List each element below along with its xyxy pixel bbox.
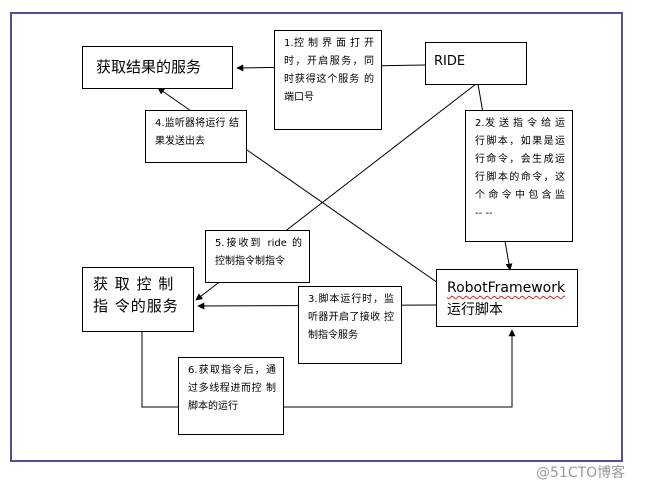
note-6: 6.获取指令后，通 过多线程进而控 制脚本的运行 bbox=[178, 357, 284, 435]
control-service-label: 获 取 控 制 指 令的服务 bbox=[93, 275, 179, 315]
note-5: 5.接收到 ride 的 控制指令制指令 bbox=[205, 230, 310, 283]
note-2: 2.发 送 指 令 给 运 行脚本，如果是运 行命令，会生成运 行脚本的命令，这… bbox=[465, 110, 573, 242]
note-3: 3.脚本运行时，监 听器开启了接收 控制指令服务 bbox=[298, 286, 402, 364]
robot-framework-box: RobotFramework 运行脚本 bbox=[436, 269, 578, 327]
watermark: @51CTO博客 bbox=[536, 465, 626, 481]
control-service-box: 获 取 控 制 指 令的服务 bbox=[82, 267, 194, 332]
note-5-text: 5.接收到 ride 的 控制指令制指令 bbox=[215, 238, 302, 267]
note-2-text: 2.发 送 指 令 给 运 行脚本，如果是运 行命令，会生成运 行脚本的命令，这… bbox=[475, 118, 565, 219]
diagram-frame bbox=[10, 12, 623, 462]
robot-framework-subtitle: 运行脚本 bbox=[447, 302, 503, 318]
ride-label: RIDE bbox=[434, 54, 466, 69]
note-4-text: 4.监听器将运行 结果发送出去 bbox=[155, 118, 239, 147]
note-4: 4.监听器将运行 结果发送出去 bbox=[145, 110, 247, 163]
note-1-text: 1.控 制 界 面 打 开 时，开启服务，同 时获得这个服务 的端口号 bbox=[284, 38, 374, 103]
robot-framework-title: RobotFramework bbox=[447, 280, 566, 296]
arrow-control-service-to-robot bbox=[141, 329, 516, 408]
note-1: 1.控 制 界 面 打 开 时，开启服务，同 时获得这个服务 的端口号 bbox=[274, 30, 382, 130]
ride-box: RIDE bbox=[425, 42, 527, 85]
note-6-text: 6.获取指令后，通 过多线程进而控 制脚本的运行 bbox=[188, 365, 276, 412]
note-3-text: 3.脚本运行时，监 听器开启了接收 控制指令服务 bbox=[308, 294, 394, 341]
result-service-label: 获取结果的服务 bbox=[96, 58, 202, 76]
result-service-box: 获取结果的服务 bbox=[82, 46, 233, 89]
